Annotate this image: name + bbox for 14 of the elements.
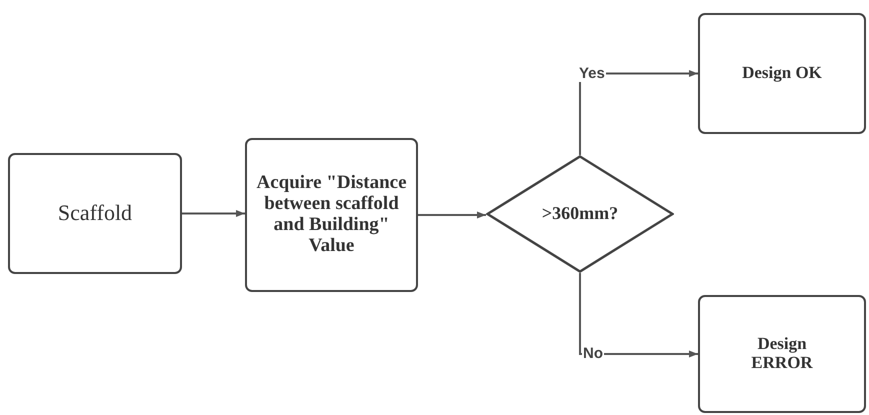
node-text: >360mm? [542,204,618,224]
decision-diamond [486,155,674,273]
node-text: Scaffold [58,201,132,226]
process-box [698,13,866,134]
arrow [418,212,486,218]
process-box [245,138,418,292]
edge-label: Yes [578,66,606,82]
process-box [698,295,866,413]
node-text: Design OK [742,64,822,83]
node-text: Design ERROR [750,335,814,373]
node-text: Acquire "Distance between scaffold and Building" Value [255,173,408,257]
process-box [8,153,182,274]
arrow [579,273,698,358]
arrow [182,210,245,217]
